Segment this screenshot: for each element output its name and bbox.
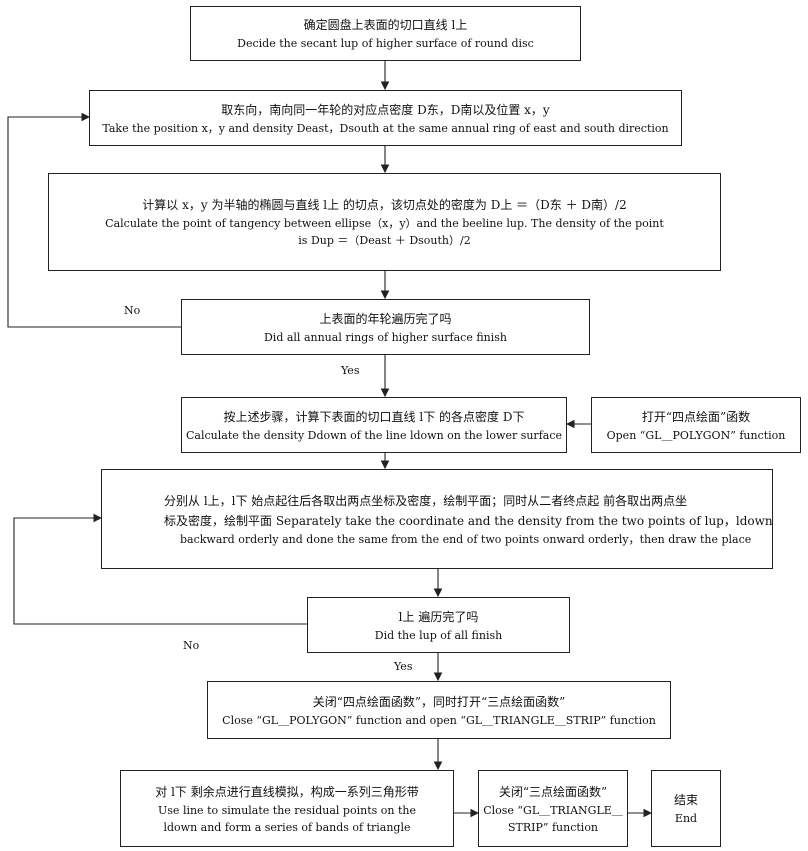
step-6-zh: 打开“四点绘面”函数 (641, 409, 751, 424)
step-1-box: 确定圆盘上表面的切口直线 l上 Decide the secant lup of… (190, 6, 581, 61)
end-en: End (674, 812, 698, 825)
step-3-en-2: is Dup ＝（Deast ＋ Dsouth）/2 (298, 234, 471, 247)
step-3-zh: 计算以 x，y 为半轴的椭圆与直线 l上 的切点，该切点处的密度为 D上 ＝（D… (142, 198, 627, 212)
step-8-en: Did the lup of all finish (374, 628, 503, 642)
end-box: 结束 End (651, 770, 721, 847)
step-9-zh: 关闭“四点绘面函数”，同时打开“三点绘面函数” (312, 694, 566, 709)
step-6-en: Open “GL＿POLYGON” function (606, 428, 786, 442)
step-11-en-2: STRIP” function (507, 820, 599, 834)
step-7-box: 分别从 l上，l下 始点起往后各取出两点坐标及密度，绘制平面；同时从二者终点起 … (101, 469, 773, 569)
step-5-zh: 按上述步骤，计算下表面的切口直线 l下 的各点密度 D下 (223, 409, 525, 424)
step-11-en-1: Close “GL＿TRIANGLE＿ (483, 803, 623, 817)
step-10-zh: 对 l下 剩余点进行直线模拟，构成一系列三角形带 (155, 784, 419, 799)
step-9-en: Close “GL＿POLYGON” function and open “GL… (222, 713, 656, 727)
yes-label-2: Yes (394, 660, 413, 673)
end-zh: 结束 (673, 793, 698, 807)
step-10-box: 对 l下 剩余点进行直线模拟，构成一系列三角形带 Use line to sim… (120, 770, 454, 847)
step-4-zh: 上表面的年轮遍历完了吗 (319, 311, 452, 326)
arrow-loop-no-2 (13, 513, 307, 625)
step-5-box: 按上述步骤，计算下表面的切口直线 l下 的各点密度 D下 Calculate t… (181, 397, 567, 453)
step-1-zh: 确定圆盘上表面的切口直线 l上 (303, 18, 468, 32)
step-8-decision-box: l上 遍历完了吗 Did the lup of all finish (307, 597, 570, 653)
yes-label-1: Yes (341, 364, 360, 377)
step-7-en: backward orderly and done the same from … (180, 532, 752, 546)
step-10-en-1: Use line to simulate the residual points… (158, 803, 416, 817)
step-8-zh: l上 遍历完了吗 (398, 609, 479, 624)
step-1-en: Decide the secant lup of higher surface … (237, 37, 534, 50)
step-6-box: 打开“四点绘面”函数 Open “GL＿POLYGON” function (591, 397, 801, 453)
step-4-decision-box: 上表面的年轮遍历完了吗 Did all annual rings of high… (181, 299, 590, 355)
step-7-zh-1: 分别从 l上，l下 始点起往后各取出两点坐标及密度，绘制平面；同时从二者终点起 … (164, 493, 688, 508)
no-label-2: No (183, 639, 200, 652)
step-2-en: Take the position x，y and density Deast，… (102, 121, 669, 135)
step-3-box: 计算以 x，y 为半轴的椭圆与直线 l上 的切点，该切点处的密度为 D上 ＝（D… (48, 173, 721, 271)
arrow-loop-no-1 (7, 112, 181, 328)
step-2-box: 取东向，南向同一年轮的对应点密度 D东，D南以及位置 x，y Take the … (89, 90, 682, 146)
step-5-en: Calculate the density Ddown of the line … (186, 428, 562, 442)
step-11-zh: 关闭“三点绘面函数” (498, 784, 608, 799)
step-10-en-2: ldown and form a series of bands of tria… (163, 820, 411, 834)
step-11-box: 关闭“三点绘面函数” Close “GL＿TRIANGLE＿ STRIP” fu… (478, 770, 628, 847)
step-4-en: Did all annual rings of higher surface f… (263, 330, 508, 344)
step-7-zh-2: 标及密度，绘制平面 Separately take the coordinate… (164, 513, 773, 528)
step-2-zh: 取东向，南向同一年轮的对应点密度 D东，D南以及位置 x，y (221, 102, 550, 117)
step-9-box: 关闭“四点绘面函数”，同时打开“三点绘面函数” Close “GL＿POLYGO… (207, 681, 671, 739)
step-3-en-1: Calculate the point of tangency between … (105, 217, 664, 230)
no-label-1: No (124, 304, 141, 317)
